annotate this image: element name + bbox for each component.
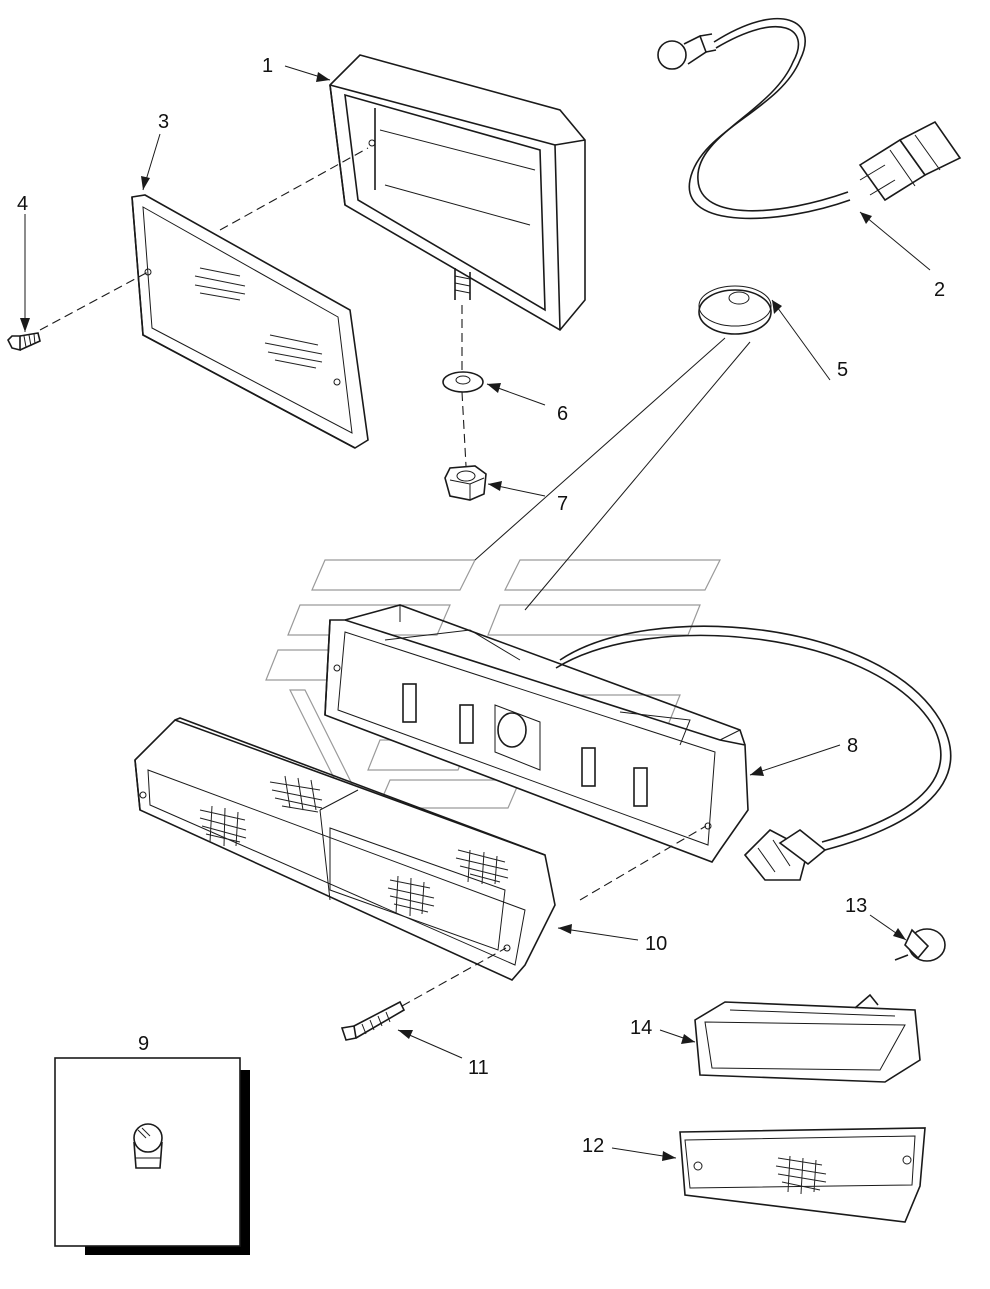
part-13-small-bulb	[894, 928, 946, 962]
callout-1: 1	[262, 55, 273, 77]
callout-2: 2	[934, 279, 945, 301]
part-4-screw	[7, 332, 41, 352]
part-12-marker-lens	[679, 1127, 926, 1223]
alignment-lines	[39, 147, 751, 1007]
callout-14: 14	[630, 1017, 652, 1039]
part-8-lamp-body	[324, 604, 952, 881]
part-9-bulb-inset	[54, 1057, 250, 1255]
callout-9: 9	[138, 1033, 149, 1055]
callout-6: 6	[557, 403, 568, 425]
callout-labels: 1 2 3 4 5 6 7 8 9 10 11 12 13 14	[17, 55, 945, 1157]
callout-8: 8	[847, 735, 858, 757]
part-6-washer	[442, 371, 484, 393]
leader-arrows	[20, 65, 931, 1161]
callout-10: 10	[645, 933, 667, 955]
callout-11: 11	[468, 1057, 489, 1079]
part-10-tail-lamp-lens	[134, 717, 556, 981]
callout-5: 5	[837, 359, 848, 381]
part-3-lens	[131, 194, 369, 449]
callout-4: 4	[17, 193, 28, 215]
part-1-lamp-housing	[329, 54, 586, 332]
part-5-grommet	[698, 285, 772, 335]
part-14-marker-housing	[694, 993, 921, 1083]
callout-7: 7	[557, 493, 568, 515]
callout-12: 12	[582, 1135, 604, 1157]
callout-13: 13	[845, 895, 867, 917]
part-2-bulb-harness	[657, 17, 962, 220]
part-7-nut	[444, 465, 487, 501]
part-11-long-screw	[340, 1000, 406, 1041]
callout-3: 3	[158, 111, 169, 133]
